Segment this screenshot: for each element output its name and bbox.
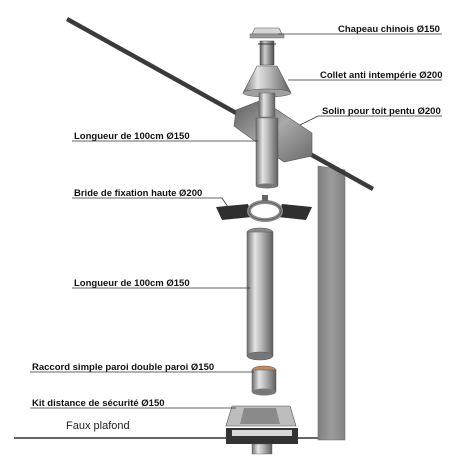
roof-slope: [66, 17, 374, 191]
label-longueur-top: Longueur de 100cm Ø150: [74, 131, 190, 142]
bride-right-arm: [278, 204, 312, 220]
label-solin: Solin pour toit pentu Ø200: [322, 106, 441, 117]
bride-bolt: [262, 195, 268, 201]
bride-left-arm: [216, 204, 252, 220]
collet-neck: [258, 92, 276, 118]
label-bride: Bride de fixation haute Ø200: [74, 188, 203, 199]
leader-bride: [72, 197, 229, 208]
chapeau-tube: [259, 40, 275, 66]
leader-lines: [30, 33, 442, 409]
leader-solin: [299, 115, 442, 126]
upper-pipe-bottom: [256, 183, 278, 189]
lower-pipe-length: [246, 231, 274, 357]
upper-pipe-length: [255, 117, 279, 187]
masonry-wall: [317, 165, 346, 441]
label-faux-plafond: Faux plafond: [66, 420, 130, 432]
label-longueur-bottom: Longueur de 100cm Ø150: [74, 278, 190, 289]
label-kit: Kit distance de sécurité Ø150: [32, 398, 165, 409]
label-raccord: Raccord simple paroi double paroi Ø150: [32, 362, 215, 373]
chapeau-chinois-cap: [251, 27, 283, 35]
label-chapeau-chinois: Chapeau chinois Ø150: [338, 24, 440, 35]
label-collet: Collet anti intempérie Ø200: [320, 70, 443, 81]
